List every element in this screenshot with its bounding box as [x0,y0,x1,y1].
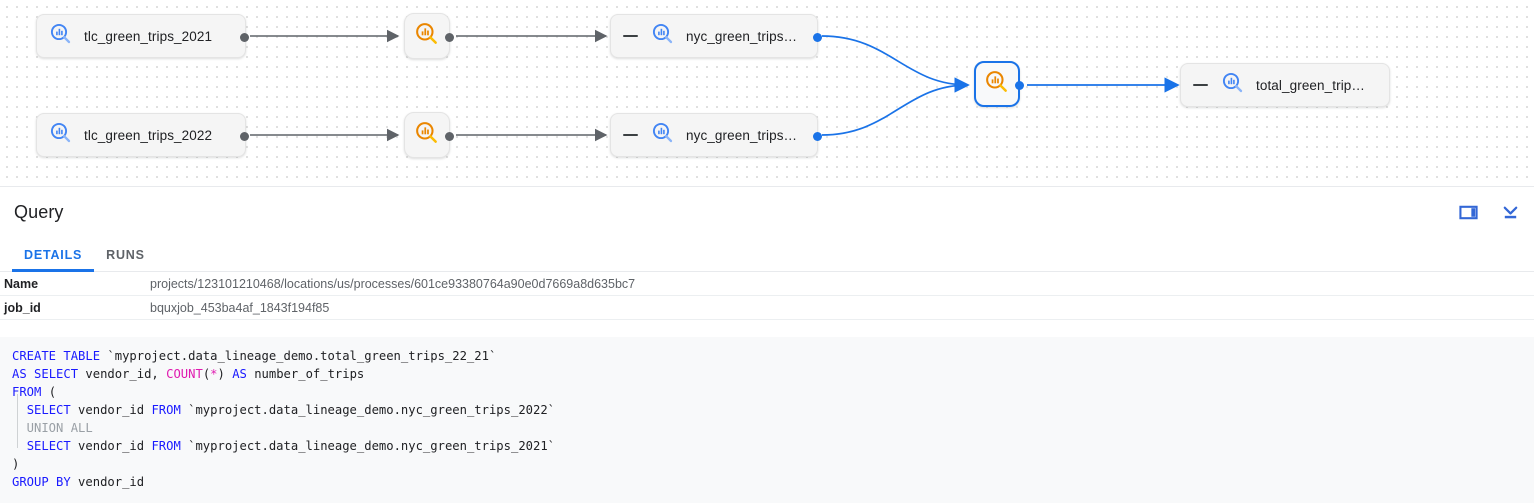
bigquery-table-icon [49,22,73,51]
tab-details[interactable]: DETAILS [12,238,95,272]
table-row: Name projects/123101210468/locations/us/… [0,272,1534,296]
indent-guide [17,394,18,448]
lineage-node-nyc-green-trips-2022[interactable]: nyc_green_trips… [610,113,822,157]
tab-label: DETAILS [24,247,83,262]
lineage-node-label: tlc_green_trips_2021 [84,28,213,44]
bigquery-process-icon [414,120,440,151]
table-row: job_id bquxjob_453ba4af_1843f194f85 [0,296,1534,320]
sql-text: CREATE TABLE `myproject.data_lineage_dem… [12,349,556,489]
tab-runs[interactable]: RUNS [94,238,157,271]
node-output-port[interactable] [240,32,249,42]
collapse-node-icon[interactable] [623,134,638,136]
node-output-port[interactable] [813,131,822,141]
details-table: Name projects/123101210468/locations/us/… [0,272,1534,342]
lineage-node-label: nyc_green_trips… [686,127,798,143]
lineage-node-label: tlc_green_trips_2022 [84,127,213,143]
node-output-port[interactable] [813,32,822,42]
panel-header-actions [1456,187,1522,238]
detail-key: job_id [4,300,41,315]
sql-code-block[interactable]: CREATE TABLE `myproject.data_lineage_dem… [0,337,1534,503]
collapse-node-icon[interactable] [1193,84,1208,86]
bigquery-table-icon [1221,71,1245,100]
lineage-canvas[interactable]: tlc_green_trips_2021 tlc_green_trips_202… [0,0,1534,186]
collapse-node-icon[interactable] [623,35,638,37]
detail-key: Name [4,276,39,291]
bigquery-process-icon [414,21,440,52]
lineage-node-total-green-trips[interactable]: total_green_trip… [1180,63,1390,107]
node-output-port[interactable] [445,131,454,141]
bigquery-table-icon [651,22,675,51]
lineage-node-tlc-green-trips-2022[interactable]: tlc_green_trips_2022 [36,113,249,157]
lineage-node-nyc-green-trips-2021[interactable]: nyc_green_trips… [610,14,822,58]
lineage-node-tlc-green-trips-2021[interactable]: tlc_green_trips_2021 [36,14,249,58]
detail-value: bquxjob_453ba4af_1843f194f85 [150,300,330,315]
bigquery-table-icon [651,121,675,150]
node-output-port[interactable] [1015,80,1024,90]
lineage-node-process-selected[interactable] [974,61,1024,107]
query-panel-header: Query [0,187,1534,238]
node-output-port[interactable] [240,131,249,141]
panel-tabs: DETAILS RUNS [0,238,1534,272]
page-title: Query [14,202,64,222]
node-output-port[interactable] [445,32,454,42]
lineage-node-process-2[interactable] [404,112,454,158]
query-panel: Query DETAILS RUNS Name [0,186,1534,503]
lineage-node-label: total_green_trip… [1256,77,1366,93]
detail-value: projects/123101210468/locations/us/proce… [150,276,636,291]
split-pane-icon[interactable] [1456,201,1480,225]
lineage-node-label: nyc_green_trips… [686,28,798,44]
bigquery-table-icon [49,121,73,150]
tab-label: RUNS [106,247,145,262]
lineage-node-process-1[interactable] [404,13,454,59]
collapse-panel-icon[interactable] [1498,201,1522,225]
bigquery-process-icon [984,69,1010,100]
